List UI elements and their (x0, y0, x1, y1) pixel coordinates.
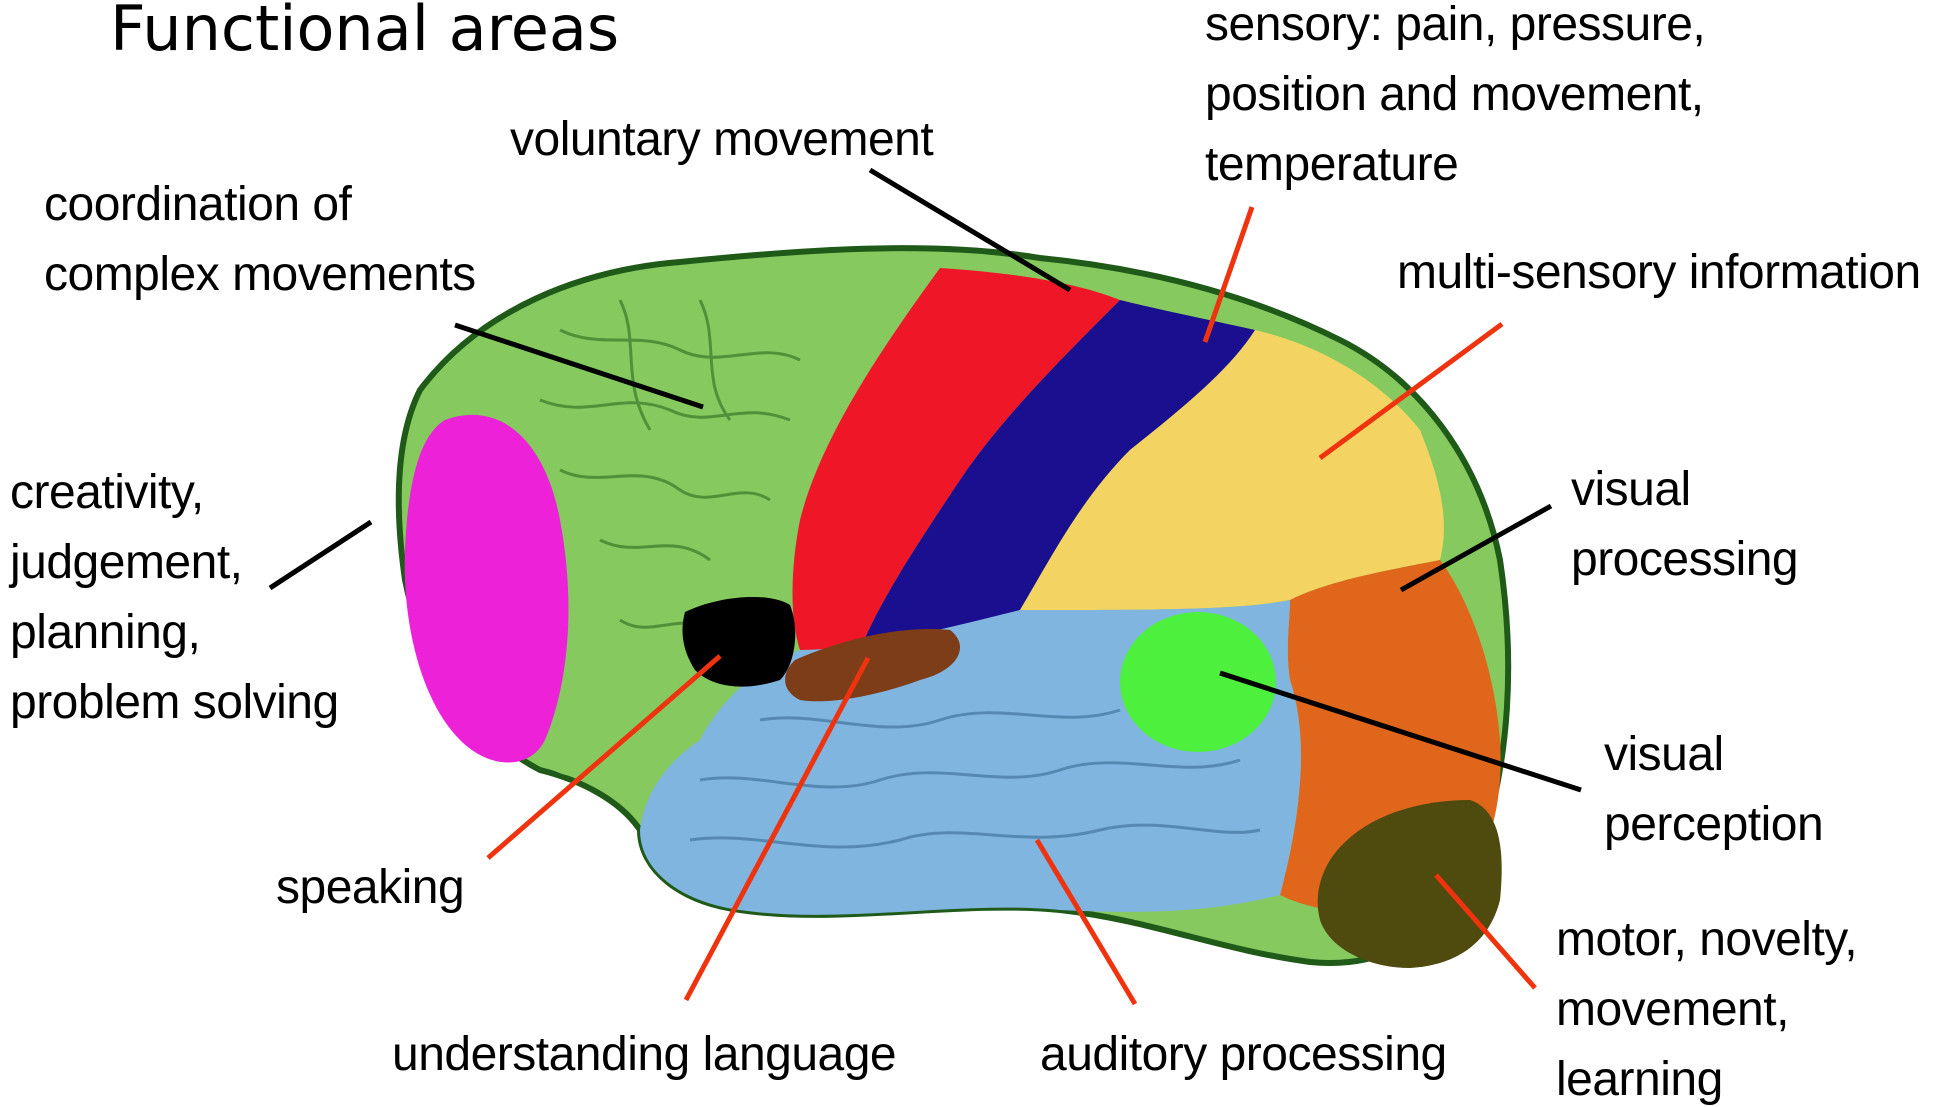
diagram-title: Functional areas (110, 0, 619, 65)
label-line: complex movements (44, 240, 476, 310)
label-auditory-processing: auditory processing (1040, 1020, 1447, 1090)
label-visual-processing: visual processing (1571, 455, 1798, 595)
label-line: planning, (10, 598, 339, 668)
label-line: multi-sensory information (1397, 238, 1921, 308)
label-speaking: speaking (276, 853, 464, 923)
label-line: sensory: pain, pressure, (1205, 0, 1705, 60)
label-line: coordination of (44, 170, 476, 240)
label-line: creativity, (10, 458, 339, 528)
label-sensory: sensory: pain, pressure, position and mo… (1205, 0, 1705, 200)
label-line: motor, novelty, (1556, 905, 1857, 975)
label-multi-sensory: multi-sensory information (1397, 238, 1921, 308)
label-line: auditory processing (1040, 1020, 1447, 1090)
label-creativity: creativity, judgement, planning, problem… (10, 458, 339, 738)
label-voluntary-movement: voluntary movement (510, 105, 933, 175)
label-line: processing (1571, 525, 1798, 595)
label-motor-novelty: motor, novelty, movement, learning (1556, 905, 1857, 1107)
label-line: judgement, (10, 528, 339, 598)
label-line: movement, (1556, 975, 1857, 1045)
label-line: position and movement, (1205, 60, 1705, 130)
label-understanding-language: understanding language (392, 1020, 896, 1090)
label-line: understanding language (392, 1020, 896, 1090)
label-line: learning (1556, 1045, 1857, 1107)
label-visual-perception: visual perception (1604, 720, 1823, 860)
label-line: visual (1604, 720, 1823, 790)
label-line: perception (1604, 790, 1823, 860)
label-line: temperature (1205, 130, 1705, 200)
label-line: visual (1571, 455, 1798, 525)
label-coordination: coordination of complex movements (44, 170, 476, 310)
label-line: speaking (276, 853, 464, 923)
label-line: voluntary movement (510, 105, 933, 175)
label-line: problem solving (10, 668, 339, 738)
